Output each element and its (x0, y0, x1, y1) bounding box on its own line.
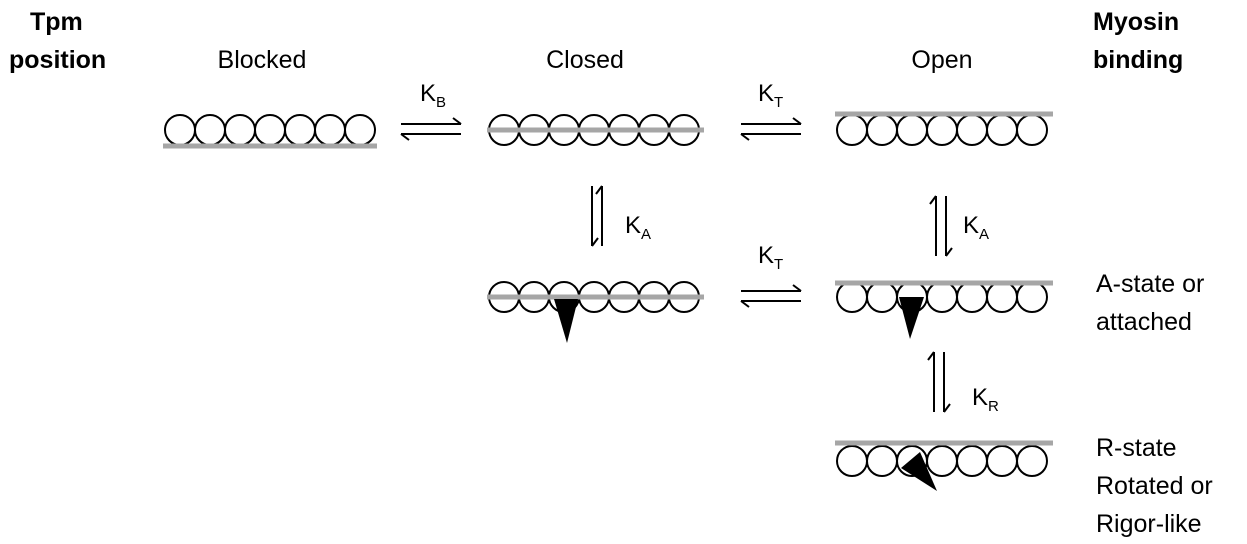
open-attached-filament (835, 280, 1053, 339)
tpm-position-label-line2: position (9, 46, 107, 74)
ka-constant-label-closed: KA (625, 212, 652, 243)
myosin-binding-label-line2: binding (1093, 46, 1184, 74)
equilibrium-arrow-ka-closed (591, 185, 603, 247)
a-state-label-line1: A-state or (1096, 270, 1205, 298)
myosin-binding-label-line1: Myosin (1093, 8, 1180, 36)
equilibrium-arrow-ka-open (929, 195, 953, 257)
r-state-label-line2: Rotated or (1096, 472, 1213, 500)
kt-constant-label-bottom: KT (758, 242, 784, 273)
ka-constant-label-open: KA (963, 212, 990, 243)
equilibrium-arrow-kt-bottom (740, 284, 802, 308)
blocked-state-title: Blocked (217, 46, 307, 74)
kb-constant-label: KB (420, 80, 447, 111)
open-rigor-filament (835, 440, 1053, 491)
kt-constant-label-top: KT (758, 80, 784, 111)
closed-state-title: Closed (546, 46, 624, 74)
open-state-title: Open (911, 46, 973, 74)
equilibrium-arrow-kt-top (740, 117, 802, 141)
open-actin-filament (835, 111, 1053, 146)
closed-attached-filament (487, 281, 704, 343)
tpm-position-label-line1: Tpm (30, 8, 83, 36)
r-state-label-line3: Rigor-like (1096, 510, 1202, 538)
blocked-actin-filament (163, 114, 377, 149)
equilibrium-arrow-kr (927, 351, 951, 413)
myosin-head-closed (554, 299, 578, 343)
closed-actin-filament (487, 114, 704, 146)
a-state-label-line2: attached (1096, 308, 1192, 336)
equilibrium-arrow-kb (400, 117, 462, 141)
myosin-head-rotated (901, 452, 937, 491)
myosin-head-attached (899, 297, 924, 339)
kr-constant-label: KR (972, 384, 999, 415)
r-state-label-line1: R-state (1096, 434, 1177, 462)
